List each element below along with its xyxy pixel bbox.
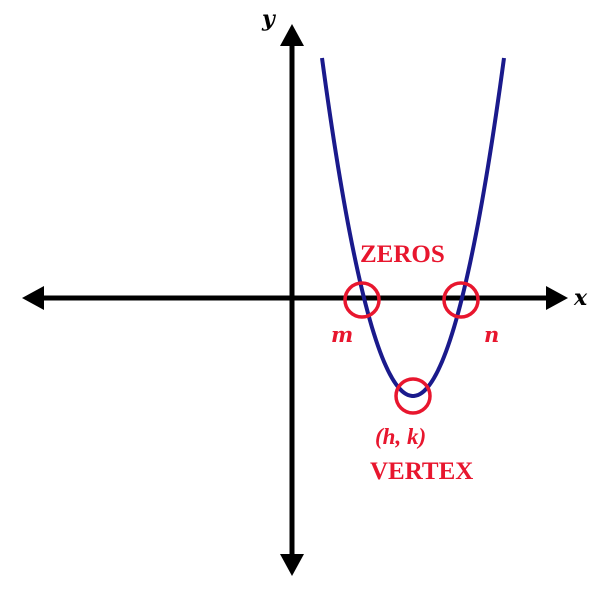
zeros-label: ZEROS [360,241,445,268]
y-axis-bottom-arrow-icon [280,554,304,576]
root-m-label: m [331,322,353,347]
x-axis-label: x [573,285,588,311]
x-axis [22,286,568,310]
y-axis [280,24,304,576]
parabola-curve [320,57,506,398]
x-axis-right-arrow-icon [546,286,568,310]
vertex-coords-label: (h, k) [375,424,426,449]
vertex-marker [394,377,432,415]
zero-m-marker [343,281,381,319]
vertex-label: VERTEX [370,458,473,485]
y-axis-label: y [261,6,277,32]
zero-n-marker [442,281,480,319]
x-axis-left-arrow-icon [22,286,44,310]
root-n-label: n [484,322,499,347]
y-axis-top-arrow-icon [280,24,304,46]
